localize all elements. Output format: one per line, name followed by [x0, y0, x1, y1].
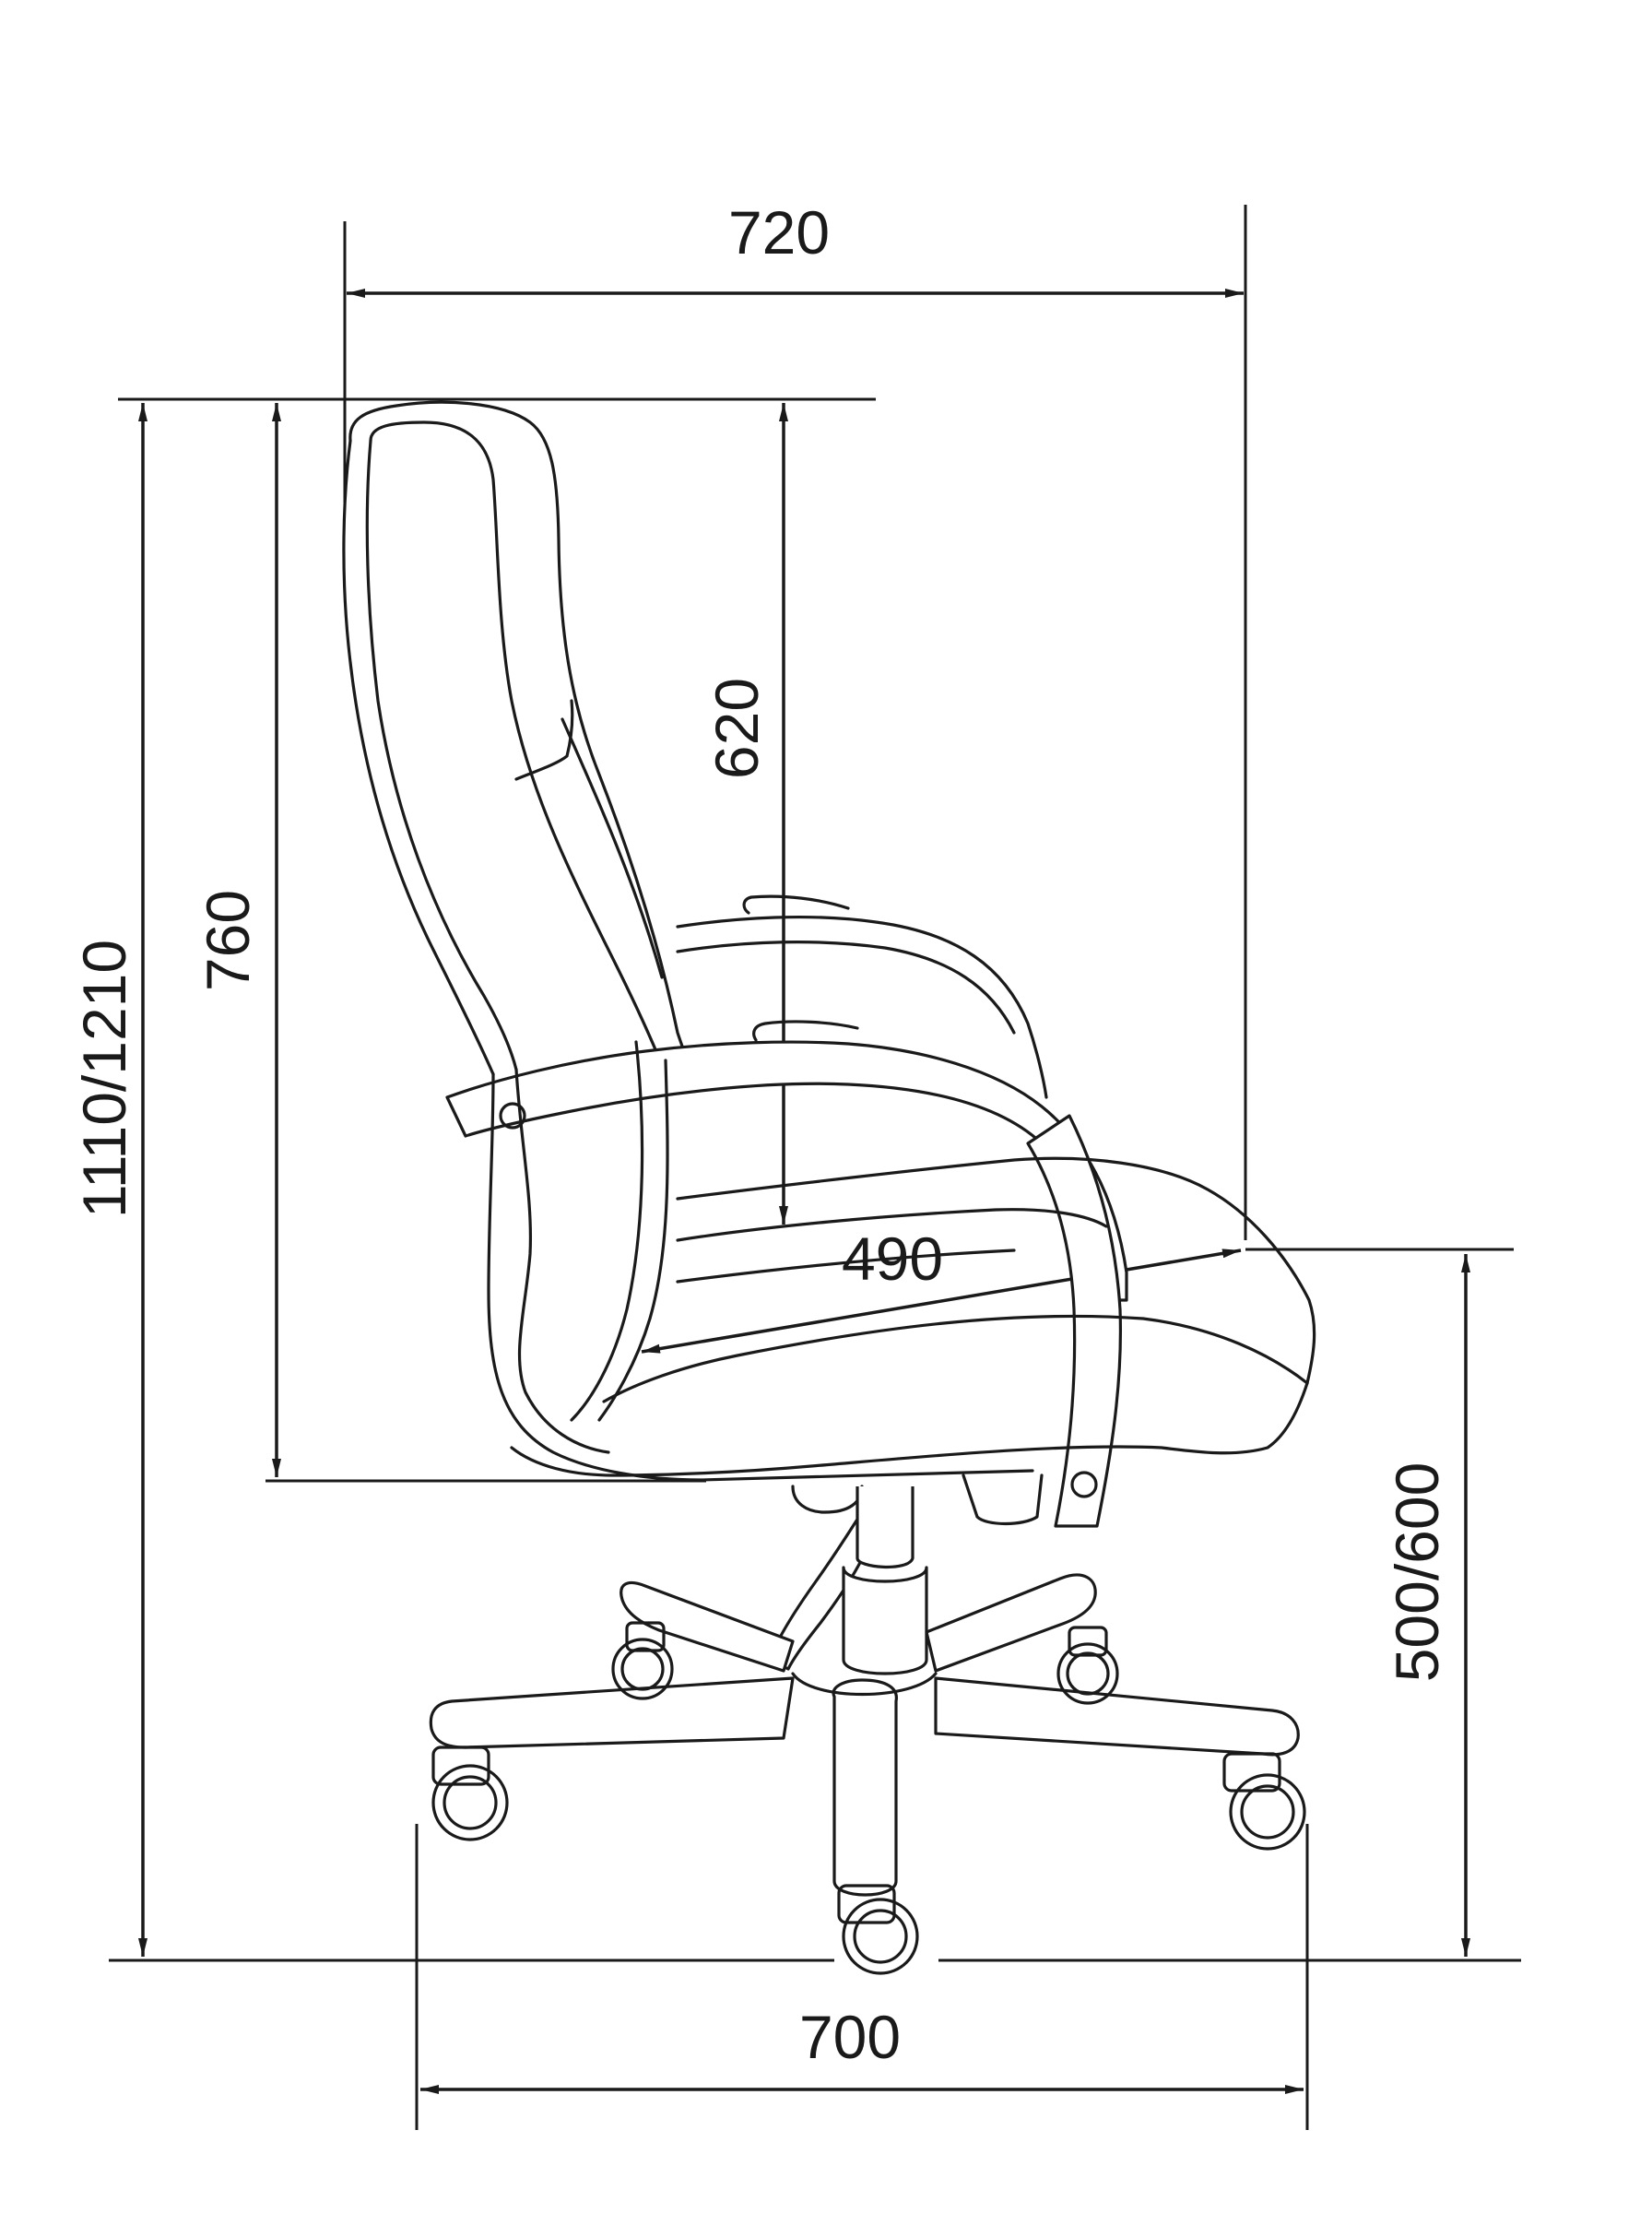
armrest-bolt-lower	[1070, 1471, 1098, 1498]
base-leg-back-left	[620, 1580, 795, 1673]
seat-line-1	[676, 1208, 1108, 1242]
label-overall-depth: 720	[728, 198, 830, 266]
far-armrest	[676, 915, 1048, 1099]
caster-front	[837, 1884, 919, 1975]
caster-back-left	[611, 1621, 674, 1700]
backrest-inner	[369, 420, 666, 1071]
seat-mechanism	[791, 1485, 864, 1514]
seat-cushion-top	[676, 1156, 1316, 1385]
caster-back-right	[1056, 1626, 1119, 1705]
seat-cushion-side	[510, 1381, 1309, 1477]
mechanism-block	[962, 1473, 1044, 1526]
caster-left	[431, 1746, 509, 1841]
dimension-labels: 720 1110/1210 760 620 490 500/600 700	[70, 198, 1451, 2071]
backrest-inner-left	[365, 439, 518, 1071]
base-leg-front	[832, 1678, 898, 1897]
base-leg-back-right	[925, 1573, 1097, 1673]
backrest-outline	[348, 400, 702, 1083]
backrest-outer-left	[342, 439, 495, 1076]
label-seat-height: 500/600	[1383, 1462, 1451, 1683]
far-armrest-cap	[742, 894, 850, 915]
base-leg-right	[934, 1676, 1300, 1757]
dimension-lines	[138, 289, 1470, 2094]
label-back-above-armrest: 620	[702, 678, 771, 779]
base-hub	[791, 1672, 938, 1697]
label-overall-height: 1110/1210	[70, 940, 138, 1218]
backrest-panel	[560, 717, 664, 979]
gas-cylinder	[856, 1486, 914, 1568]
seat-shell	[487, 1072, 1034, 1482]
armrest-bolt-front	[499, 1102, 526, 1130]
armrest-support	[1026, 1114, 1123, 1528]
label-backrest-height: 760	[194, 890, 262, 991]
extension-lines	[109, 205, 1521, 2130]
near-armrest-pad	[445, 1040, 1128, 1302]
dim-seat-depth-line	[641, 1249, 1242, 1354]
seat-cushion-front-edge	[602, 1314, 1309, 1403]
lumbar-curve	[570, 1040, 644, 1422]
label-base-width: 700	[799, 2003, 901, 2071]
base-leg-left	[429, 1676, 795, 1749]
cylinder-sleeve	[842, 1566, 928, 1675]
near-armrest-tip	[752, 1020, 859, 1042]
seat-line-2	[676, 1249, 1016, 1284]
seat-shell-inner	[514, 1068, 610, 1454]
backrest-seam	[514, 699, 574, 781]
lumbar-curve-inner	[597, 1059, 669, 1422]
far-armrest-inner	[676, 940, 1016, 1035]
tilt-lever	[768, 1510, 878, 1671]
caster-right	[1222, 1752, 1306, 1851]
office-chair-drawing	[342, 400, 1316, 1975]
